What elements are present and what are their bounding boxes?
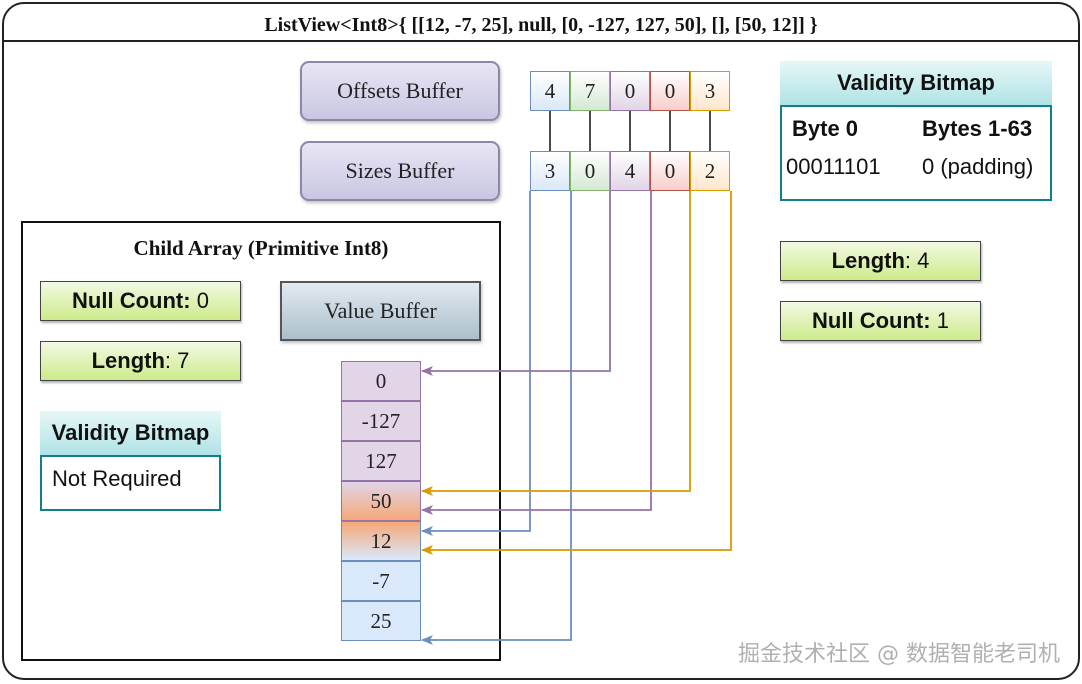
offset-cell-4: 3 <box>690 71 730 111</box>
child-validity-bitmap-header: Validity Bitmap <box>40 411 221 457</box>
arrow-list0-start <box>421 191 531 536</box>
child-array-title: Child Array (Primitive Int8) <box>133 236 389 260</box>
value-cell-5: -7 <box>341 561 421 601</box>
list-null-count-box: Null Count: 1 <box>780 301 981 341</box>
title-bar <box>2 2 1080 42</box>
size-cell-3: 0 <box>650 151 690 191</box>
size-cell-0: 3 <box>530 151 570 191</box>
child-validity-bitmap-body: Not Required <box>52 466 182 491</box>
offset-cell-2: 0 <box>610 71 650 111</box>
child-null-count-key: Null Count: <box>72 288 191 313</box>
arrow-list4-start <box>421 191 691 496</box>
arrow-list3 <box>421 191 652 515</box>
child-null-count-value: 0 <box>190 288 209 313</box>
watermark: 掘金技术社区 @ 数据智能老司机 <box>738 642 1060 667</box>
list-null-count-value: 1 <box>930 308 949 333</box>
bytes-1-63-header: Bytes 1-63 <box>922 116 1033 141</box>
child-null-count-box: Null Count: 0 <box>40 281 241 321</box>
size-cell-4: 2 <box>690 151 730 191</box>
child-length-value: : 7 <box>164 348 190 373</box>
offsets-buffer-label: Offsets Buffer <box>300 61 500 121</box>
size-cell-2: 4 <box>610 151 650 191</box>
offset-cell-1: 7 <box>570 71 610 111</box>
value-buffer-label: Value Buffer <box>280 281 481 341</box>
value-cell-0: 0 <box>341 361 421 401</box>
child-length-box: Length: 7 <box>40 341 241 381</box>
offset-cell-3: 0 <box>650 71 690 111</box>
arrow-list2-start <box>421 191 611 376</box>
size-cell-1: 0 <box>570 151 610 191</box>
value-cell-3: 50 <box>341 481 421 521</box>
bytes-1-63-value: 0 (padding) <box>922 154 1034 179</box>
value-cell-1: -127 <box>341 401 421 441</box>
value-cell-4: 12 <box>341 521 421 561</box>
diagram-title: ListView<Int8>{ [[12, -7, 25], null, [0,… <box>264 14 818 36</box>
arrow-list1-end <box>421 191 572 645</box>
value-cell-6: 25 <box>341 601 421 641</box>
value-cell-2: 127 <box>341 441 421 481</box>
byte0-value: 00011101 <box>786 154 881 179</box>
child-length-key: Length <box>91 348 165 373</box>
sizes-buffer-label: Sizes Buffer <box>300 141 500 201</box>
list-length-box: Length: 4 <box>780 241 981 281</box>
arrow-list4-end <box>421 191 732 555</box>
list-length-value: : 4 <box>904 248 930 273</box>
validity-bitmap-header: Validity Bitmap <box>780 61 1052 107</box>
list-length-key: Length <box>831 248 905 273</box>
offset-cell-0: 4 <box>530 71 570 111</box>
list-null-count-key: Null Count: <box>812 308 931 333</box>
byte0-header: Byte 0 <box>792 116 859 141</box>
